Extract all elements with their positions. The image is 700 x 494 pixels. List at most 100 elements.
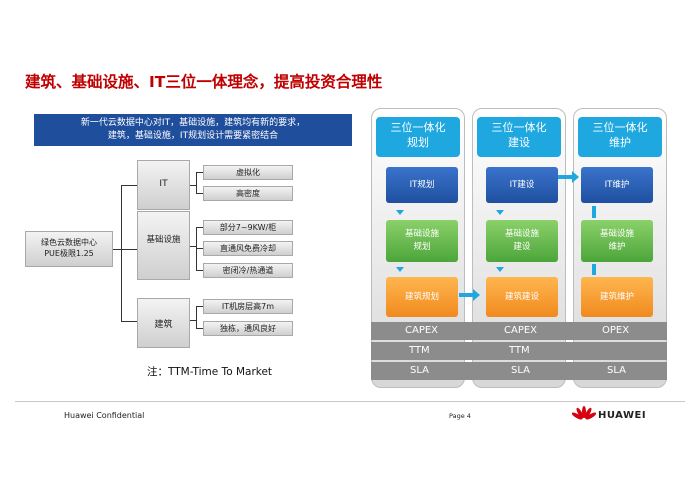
leaf-ventilation: 独栋，通风良好	[203, 321, 293, 336]
leaf-power-density: 部分7~9KW/柜	[203, 220, 293, 235]
branch-infrastructure: 基础设施	[137, 211, 190, 280]
leaf-contained-aisle: 密闭冷/热通道	[203, 263, 293, 278]
header-line-2: 规划	[407, 136, 429, 149]
page-title: 建筑、基础设施、IT三位一体理念，提高投资合理性	[25, 73, 383, 91]
connector-line	[121, 321, 137, 322]
huawei-logo-icon	[571, 406, 597, 426]
phase-label-line-1: 基础设施	[404, 229, 439, 239]
column-maintenance-header: 三位一体化 维护	[578, 117, 662, 157]
sla-label: SLA	[410, 365, 429, 376]
connector-line	[196, 193, 203, 194]
branch-it: IT	[137, 160, 190, 210]
phase-label-line-2: 建设	[513, 242, 531, 252]
leaf-label: 直通风免费冷却	[220, 244, 276, 253]
footer-page-number: Page 4	[449, 412, 471, 420]
it-construction-box: IT建设	[486, 167, 558, 203]
phase-label: IT维护	[604, 180, 630, 190]
connector-line	[196, 227, 197, 271]
capex-label: CAPEX	[504, 325, 538, 336]
connector-line	[190, 246, 196, 247]
it-planning-box: IT规划	[386, 167, 458, 203]
building-construction-box: 建筑建设	[486, 277, 558, 317]
connector-bar	[592, 206, 596, 218]
connector-line	[121, 249, 137, 250]
branch-it-label: IT	[159, 179, 168, 189]
connector-line	[196, 248, 203, 249]
arrow-down-icon	[396, 210, 404, 215]
connector-line	[196, 328, 203, 329]
header-line-1: 三位一体化	[491, 121, 547, 134]
footer-brand: HUAWEI	[598, 410, 647, 421]
phase-label-line-2: 维护	[608, 242, 626, 252]
branch-building: 建筑	[137, 298, 190, 348]
phase-label-line-2: 规划	[413, 242, 431, 252]
tree-root-line-2: PUE极限1.25	[44, 249, 94, 258]
sla-strip: SLA SLA SLA	[371, 362, 667, 380]
leaf-label: 虚拟化	[236, 168, 260, 177]
branch-building-label: 建筑	[154, 320, 173, 330]
ttm-note: 注：TTM-Time To Market	[147, 366, 273, 378]
opex-label: OPEX	[602, 325, 630, 336]
leaf-high-density: 高密度	[203, 186, 293, 201]
connector-bar	[592, 264, 596, 275]
phase-label-line-1: 基础设施	[504, 229, 539, 239]
column-construction-header: 三位一体化 建设	[477, 117, 561, 157]
phase-label: 建筑维护	[599, 292, 634, 302]
ttm-label: TTM	[409, 345, 430, 356]
leaf-label: 高密度	[236, 189, 260, 198]
phase-label: 建筑建设	[504, 292, 539, 302]
ttm-label: TTM	[509, 345, 530, 356]
connector-line	[196, 306, 197, 329]
phase-label: IT规划	[409, 180, 435, 190]
sla-label: SLA	[511, 365, 530, 376]
connector-line	[121, 185, 137, 186]
phase-label: 建筑规划	[404, 292, 439, 302]
header-line-2: 维护	[609, 136, 631, 149]
leaf-free-cooling: 直通风免费冷却	[203, 241, 293, 256]
tree-root-line-1: 绿色云数据中心	[41, 238, 97, 247]
building-maintenance-box: 建筑维护	[581, 277, 653, 317]
cost-strip: CAPEX CAPEX OPEX	[371, 322, 667, 340]
connector-line	[190, 185, 196, 186]
leaf-label: 部分7~9KW/柜	[219, 223, 277, 232]
leaf-label: IT机房层高7m	[221, 302, 275, 311]
leaf-virtualization: 虚拟化	[203, 165, 293, 180]
arrow-shaft	[459, 293, 473, 297]
phase-label-line-1: 基础设施	[599, 229, 634, 239]
phase-label: IT建设	[509, 180, 535, 190]
infra-construction-box: 基础设施 建设	[486, 220, 558, 262]
leaf-label: 独栋，通风良好	[220, 324, 276, 333]
sla-label: SLA	[607, 365, 626, 376]
ttm-strip: TTM TTM	[371, 342, 667, 360]
building-planning-box: 建筑规划	[386, 277, 458, 317]
arrow-right-icon	[572, 171, 579, 183]
footer-divider	[15, 401, 685, 402]
arrow-down-icon	[396, 267, 404, 272]
connector-line	[196, 270, 203, 271]
connector-line	[196, 172, 197, 194]
intro-banner: 新一代云数据中心对IT，基础设施，建筑均有新的要求， 建筑，基础设施，IT规划设…	[34, 114, 352, 146]
it-maintenance-box: IT维护	[581, 167, 653, 203]
branch-infrastructure-label: 基础设施	[146, 235, 181, 245]
infra-maintenance-box: 基础设施 维护	[581, 220, 653, 262]
arrow-down-icon	[496, 210, 504, 215]
column-planning-header: 三位一体化 规划	[376, 117, 460, 157]
banner-line-2: 建筑，基础设施，IT规划设计需要紧密结合	[107, 131, 279, 141]
connector-line	[190, 320, 196, 321]
connector-line	[196, 227, 203, 228]
arrow-down-icon	[496, 267, 504, 272]
connector-line	[196, 306, 203, 307]
header-line-1: 三位一体化	[390, 121, 446, 134]
capex-label: CAPEX	[405, 325, 439, 336]
tree-root: 绿色云数据中心 PUE极限1.25	[25, 231, 113, 267]
footer-confidential: Huawei Confidential	[64, 411, 145, 420]
connector-line	[121, 185, 122, 322]
arrow-right-icon	[473, 289, 480, 301]
leaf-label: 密闭冷/热通道	[222, 266, 274, 275]
banner-line-1: 新一代云数据中心对IT，基础设施，建筑均有新的要求，	[80, 118, 306, 128]
connector-line	[113, 249, 121, 250]
arrow-shaft	[558, 175, 572, 179]
connector-line	[196, 172, 203, 173]
infra-planning-box: 基础设施 规划	[386, 220, 458, 262]
leaf-room-height: IT机房层高7m	[203, 299, 293, 314]
